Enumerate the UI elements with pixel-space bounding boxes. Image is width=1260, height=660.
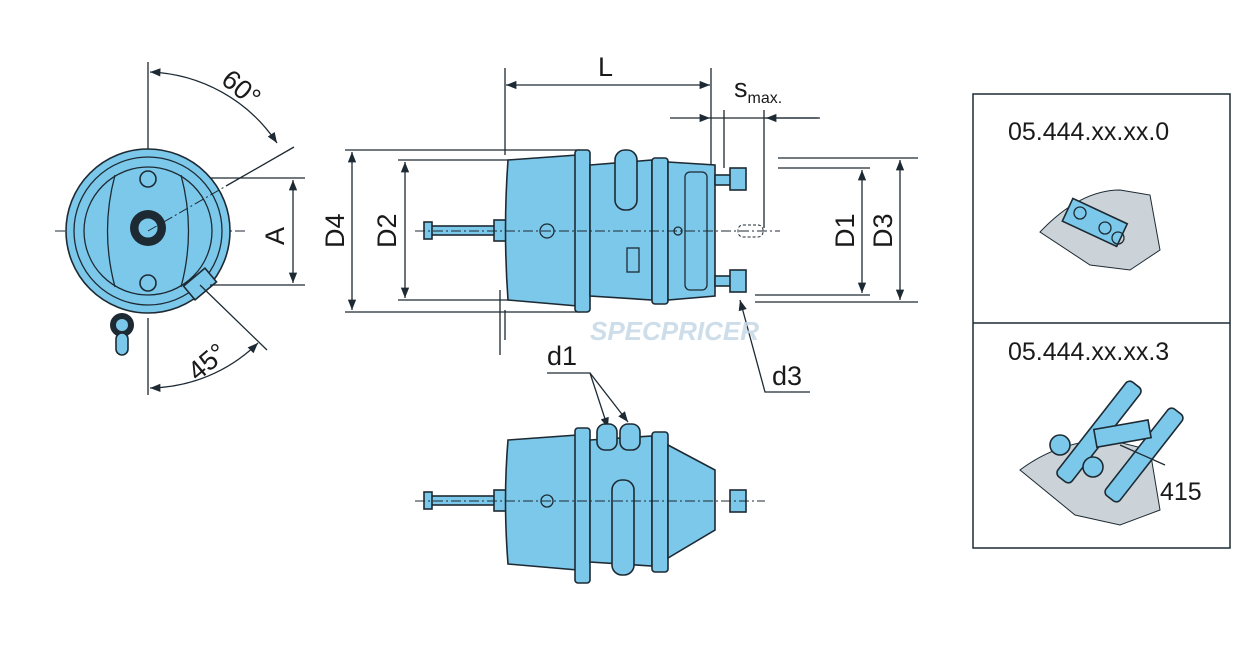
dim-d2-label: D2: [372, 213, 402, 248]
angle-60-label: 60°: [216, 64, 267, 113]
variant-code-3: 05.444.xx.xx.3: [1008, 338, 1169, 366]
stud-nut: [729, 269, 747, 293]
port-d1: [614, 149, 638, 211]
callout-415: 415: [1160, 478, 1202, 506]
dim-d4-label: D4: [320, 213, 350, 248]
watermark: SPECPRICER: [590, 316, 759, 346]
side-view: D4 D2 L smax.: [320, 52, 918, 429]
dim-s-label: smax.: [734, 73, 782, 107]
angle-45-label: 45°: [182, 337, 233, 386]
dim-d1-label: D1: [830, 213, 860, 248]
variant-code-0: 05.444.xx.xx.0: [1008, 118, 1169, 146]
stud-nut: [729, 167, 747, 191]
dim-d1-port-label: d1: [547, 341, 577, 371]
front-view: 60° 45° A: [55, 62, 305, 395]
bottom-view: [415, 423, 765, 584]
dim-l-label: L: [598, 52, 613, 82]
dim-d3-port-label: d3: [772, 361, 802, 391]
mounting-bolt: [139, 274, 157, 292]
dim-d3-label: D3: [868, 213, 898, 248]
variant-panel: 05.444.xx.xx.0 05.444.xx.xx.3 415: [972, 93, 1231, 549]
dim-a-label: A: [260, 227, 290, 245]
mounting-bolt: [139, 170, 157, 188]
